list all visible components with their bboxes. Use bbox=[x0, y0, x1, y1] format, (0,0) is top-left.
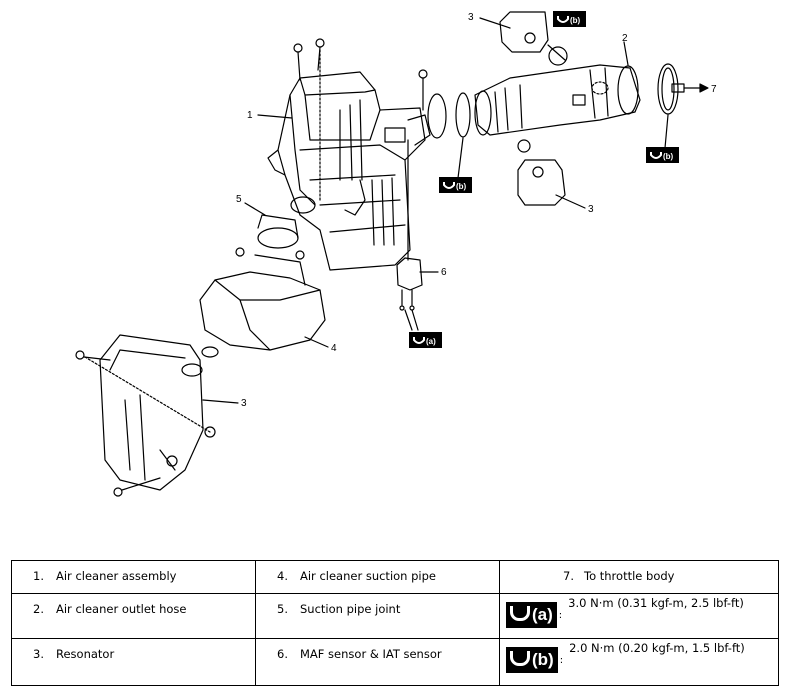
legend-cell: 5.Suction pipe joint bbox=[255, 592, 500, 639]
legend-label: Resonator bbox=[56, 646, 115, 661]
svg-text:(b): (b) bbox=[570, 16, 581, 25]
callout-6: 6 bbox=[441, 267, 447, 278]
air-cleaner-suction-pipe-drawing bbox=[199, 247, 326, 351]
legend-cell: 3.Resonator bbox=[11, 637, 256, 687]
callout-1: 1 bbox=[247, 110, 253, 121]
arrow-to-throttle-icon bbox=[699, 83, 709, 93]
torque-value: 3.0 N·m (0.31 kgf-m, 2.5 lbf-ft) bbox=[568, 595, 744, 610]
legend-label: Air cleaner assembly bbox=[56, 569, 177, 583]
callout-2: 2 bbox=[622, 33, 628, 44]
callout-3-top: 3 bbox=[468, 12, 474, 23]
air-cleaner-assembly-drawing bbox=[267, 71, 431, 271]
top-bolts-drawing bbox=[293, 38, 428, 201]
legend-cell: 2.Air cleaner outlet hose bbox=[11, 592, 256, 639]
wrench-icon bbox=[413, 337, 425, 344]
resonator-lower-drawing bbox=[75, 334, 219, 497]
wrench-icon bbox=[510, 650, 530, 666]
legend-label: Air cleaner suction pipe bbox=[300, 569, 436, 583]
callout-3-lower: 3 bbox=[241, 398, 247, 409]
air-intake-exploded-diagram: 1 2 3 3 3 4 5 6 7 (b) (b) (b) (a) bbox=[75, 11, 717, 497]
torque-value: 2.0 N·m (0.20 kgf-m, 1.5 lbf-ft) bbox=[569, 640, 745, 655]
wrench-icon bbox=[510, 605, 530, 621]
callout-7: 7 bbox=[711, 84, 717, 95]
svg-text:(b): (b) bbox=[663, 152, 674, 161]
legend-label: MAF sensor & IAT sensor bbox=[300, 646, 442, 661]
air-cleaner-outlet-hose-drawing bbox=[474, 64, 641, 136]
torque-badge-b-top: (b) bbox=[553, 11, 586, 27]
legend-cell: 7.To throttle body bbox=[499, 560, 779, 594]
legend-label: Suction pipe joint bbox=[300, 601, 401, 616]
torque-spec-b: (b):2.0 N·m (0.20 kgf-m, 1.5 lbf-ft) bbox=[499, 637, 779, 687]
resonator-top-drawing bbox=[499, 11, 568, 66]
legend-cell: 6.MAF sensor & IAT sensor bbox=[255, 637, 500, 687]
callout-5: 5 bbox=[236, 194, 242, 205]
leader-lines bbox=[202, 17, 701, 404]
hose-clamps-drawing bbox=[427, 63, 685, 139]
legend-label: Air cleaner outlet hose bbox=[56, 601, 187, 616]
callout-3-right: 3 bbox=[588, 204, 594, 215]
callout-4: 4 bbox=[331, 343, 337, 354]
wrench-icon bbox=[443, 182, 455, 189]
torque-spec-a: (a):3.0 N·m (0.31 kgf-m, 2.5 lbf-ft) bbox=[499, 592, 779, 639]
svg-text:(b): (b) bbox=[456, 182, 467, 191]
torque-badge-b-right: (b) bbox=[646, 147, 679, 163]
torque-badge-b: (b) bbox=[506, 646, 558, 673]
legend-row: 2.Air cleaner outlet hose 5.Suction pipe… bbox=[11, 592, 779, 639]
legend-label: To throttle body bbox=[584, 569, 675, 583]
torque-badge-b-mid: (b) bbox=[439, 177, 472, 193]
legend-cell: 4.Air cleaner suction pipe bbox=[255, 560, 500, 594]
torque-badge-a-lower: (a) bbox=[409, 332, 442, 348]
wrench-icon bbox=[557, 16, 569, 23]
resonator-right-drawing bbox=[517, 139, 566, 206]
legend-cell: 1.Air cleaner assembly bbox=[11, 560, 256, 594]
legend-row: 3.Resonator 6.MAF sensor & IAT sensor (b… bbox=[11, 637, 779, 687]
parts-legend-table: 1.Air cleaner assembly 4.Air cleaner suc… bbox=[11, 560, 779, 687]
maf-iat-sensor-drawing bbox=[396, 139, 423, 311]
torque-badge-a: (a) bbox=[506, 601, 557, 628]
wrench-icon bbox=[650, 152, 662, 159]
suction-pipe-joint-drawing bbox=[257, 196, 316, 249]
legend-row: 1.Air cleaner assembly 4.Air cleaner suc… bbox=[11, 560, 779, 594]
svg-text:(a): (a) bbox=[426, 337, 436, 346]
